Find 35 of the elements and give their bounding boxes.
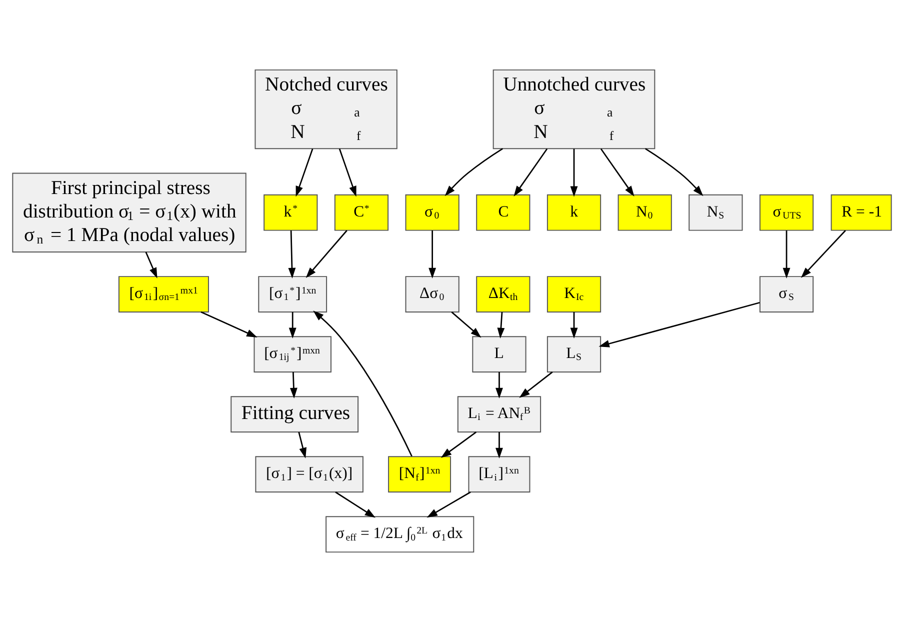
arrow — [570, 312, 578, 338]
arrow — [519, 371, 553, 398]
arrow — [600, 148, 634, 196]
node-box: C — [476, 194, 530, 230]
arrow — [645, 148, 704, 196]
arrow — [497, 312, 505, 338]
arrow — [335, 491, 376, 518]
arrow — [288, 312, 296, 338]
arrow — [338, 148, 356, 196]
arrow — [200, 310, 258, 337]
node-box: L — [472, 336, 526, 372]
arrow — [496, 432, 503, 458]
arrow — [514, 148, 548, 196]
arrow — [570, 148, 578, 196]
node-box: C* — [334, 194, 389, 230]
arrow — [782, 230, 790, 278]
arrow — [145, 251, 158, 278]
arrow — [598, 301, 760, 347]
arrow — [440, 431, 477, 458]
node-box: k* — [264, 194, 318, 230]
node-box: k — [546, 194, 602, 230]
arrow — [496, 372, 503, 398]
node-box: R = -1 — [830, 194, 892, 230]
arrow — [428, 230, 436, 278]
arrow — [313, 310, 412, 456]
node-box: Fitting curves — [230, 396, 359, 432]
arrow — [426, 491, 471, 518]
arrow — [800, 230, 846, 278]
arrow — [444, 148, 503, 196]
arrow — [451, 311, 482, 338]
arrow — [288, 230, 296, 278]
arrow — [296, 148, 314, 196]
arrow — [306, 230, 348, 278]
arrow — [298, 431, 307, 458]
arrow — [290, 372, 298, 398]
